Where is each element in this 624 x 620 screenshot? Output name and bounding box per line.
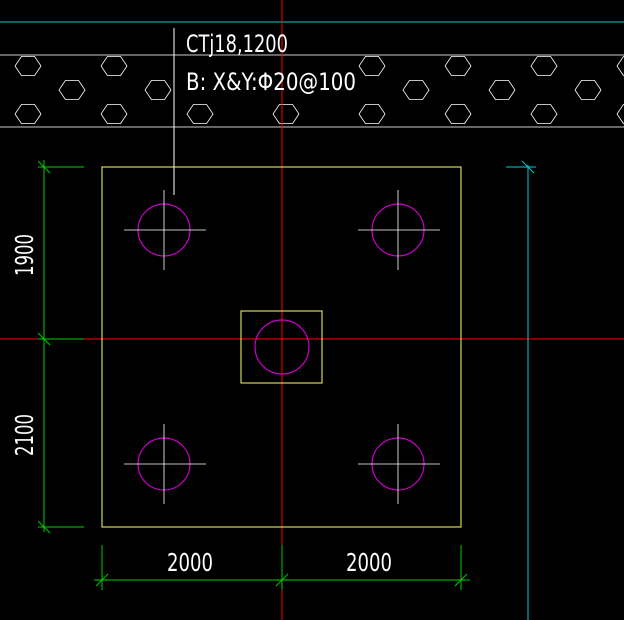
dim-text-lower: 2100 <box>10 414 39 456</box>
hatch-hexagon <box>100 56 128 76</box>
tick-mid <box>275 573 289 587</box>
pile-bottom-right <box>358 424 440 504</box>
hatch-hexagon <box>358 56 386 76</box>
hatch-hexagon <box>272 104 300 124</box>
pile-top-left <box>124 190 206 270</box>
hatch-hexagon <box>616 56 624 76</box>
right-grid-line <box>506 160 536 620</box>
hatch-hexagon <box>58 80 86 100</box>
tick-right <box>454 573 468 587</box>
pile-cap-outline <box>101 166 462 528</box>
dim-text-right: 2000 <box>346 548 392 577</box>
hatch-hexagon <box>444 56 472 76</box>
tick-bottom <box>37 520 51 534</box>
hatched-strip <box>0 54 624 128</box>
vertical-dimension-chain: 1900 2100 <box>10 160 84 534</box>
tick-left <box>95 573 109 587</box>
hatch-hexagon <box>616 104 624 124</box>
right-grid-line-tick <box>521 160 535 174</box>
horizontal-dimension-chain: 2000 2000 <box>94 545 470 590</box>
cap-label: CTj18,1200 <box>186 30 288 58</box>
hatch-hexagon <box>100 104 128 124</box>
pile-center <box>254 319 310 375</box>
hatch-hexagon <box>574 80 602 100</box>
hatch-hexagon <box>14 104 42 124</box>
column-outline <box>240 310 323 384</box>
pile-circle <box>254 319 310 375</box>
hatch-hexagon <box>402 80 430 100</box>
hatch-hexagon <box>358 104 386 124</box>
tick-top <box>37 160 51 174</box>
hexagon-hatch-pattern <box>14 56 624 124</box>
hatch-hexagon <box>530 104 558 124</box>
hatch-hexagon <box>186 104 214 124</box>
dim-text-upper: 1900 <box>10 234 39 276</box>
tick-mid <box>37 332 51 346</box>
hatch-hexagon <box>14 56 42 76</box>
hatch-hexagon <box>488 80 516 100</box>
hatch-hexagon <box>144 80 172 100</box>
rebar-label: B: X&Y:Φ20@100 <box>186 68 356 96</box>
hatch-hexagon <box>530 56 558 76</box>
hatch-hexagon <box>444 104 472 124</box>
pile-bottom-left <box>124 424 206 504</box>
pile-top-right <box>358 190 440 270</box>
dim-text-left: 2000 <box>167 548 213 577</box>
